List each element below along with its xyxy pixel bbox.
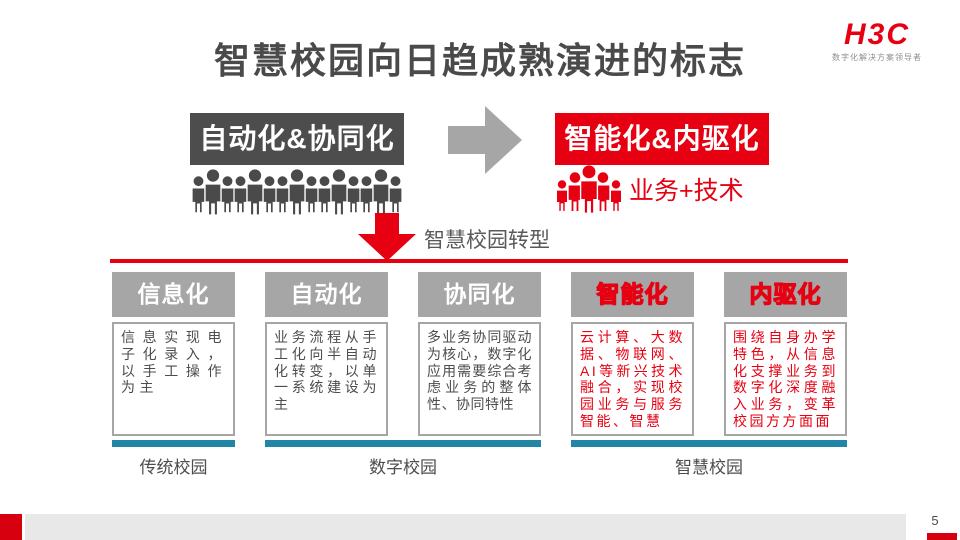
page-title: 智慧校园向日趋成熟演进的标志: [213, 40, 746, 81]
column-collaboration: 协同化 多业务协同驱动为核心，数字化应用需要综合考虑业务的整体性、协同特性: [418, 272, 541, 436]
column-internal-drive: 内驱化 围绕自身办学特色，从信息化支撑业务到数字化深度融入业务，变革校园方方面面: [724, 272, 847, 436]
column-intelligence: 智能化 云计算、大数据、物联网、AI等新兴技术融合，实现校园业务与服务智能、智慧: [571, 272, 694, 436]
column-header: 自动化: [265, 272, 388, 317]
column-body: 业务流程从手工化向半自动化转变，以单一系统建设为主: [265, 322, 388, 436]
transform-label: 智慧校园转型: [424, 229, 550, 252]
right-arrow-icon: [448, 106, 522, 174]
stage-bar-traditional: [112, 440, 235, 447]
people-crowd-icon: [556, 165, 622, 214]
automation-collaboration-box: 自动化&协同化: [190, 113, 404, 165]
column-automation: 自动化 业务流程从手工化向半自动化转变，以单一系统建设为主: [265, 272, 388, 436]
column-informatization: 信息化 信息实现电子化录入，以手工操作为主: [112, 272, 235, 436]
stage-bar-smart: [571, 440, 847, 447]
column-body: 信息实现电子化录入，以手工操作为主: [112, 322, 235, 436]
stage-label-traditional: 传统校园: [139, 458, 208, 477]
h3c-logo-tagline: 数字化解决方案领导者: [832, 53, 922, 62]
down-arrow-icon: [358, 213, 416, 261]
people-group-icons: [191, 169, 403, 216]
stage-label-digital: 数字校园: [369, 458, 437, 477]
footer-accent-block: [0, 514, 22, 540]
column-body: 多业务协同驱动为核心，数字化应用需要综合考虑业务的整体性、协同特性: [418, 322, 541, 436]
column-header: 协同化: [418, 272, 541, 317]
page-number: 5: [931, 513, 939, 528]
section-divider: [110, 259, 848, 263]
column-body: 云计算、大数据、物联网、AI等新兴技术融合，实现校园业务与服务智能、智慧: [571, 322, 694, 436]
page-number-accent: [927, 533, 957, 540]
column-header: 内驱化: [724, 272, 847, 317]
column-header: 智能化: [571, 272, 694, 317]
intelligence-drive-box: 智能化&内驱化: [555, 113, 769, 165]
business-tech-caption: 业务+技术: [629, 177, 744, 205]
column-body: 围绕自身办学特色，从信息化支撑业务到数字化深度融入业务，变革校园方方面面: [724, 322, 847, 436]
column-header: 信息化: [112, 272, 235, 317]
stage-bar-digital: [265, 440, 541, 447]
h3c-logo-text: H3C: [843, 18, 910, 51]
footer-bar: [25, 514, 906, 540]
h3c-logo: H3C 数字化解决方案领导者: [822, 20, 932, 63]
stage-label-smart: 智慧校园: [675, 458, 743, 477]
